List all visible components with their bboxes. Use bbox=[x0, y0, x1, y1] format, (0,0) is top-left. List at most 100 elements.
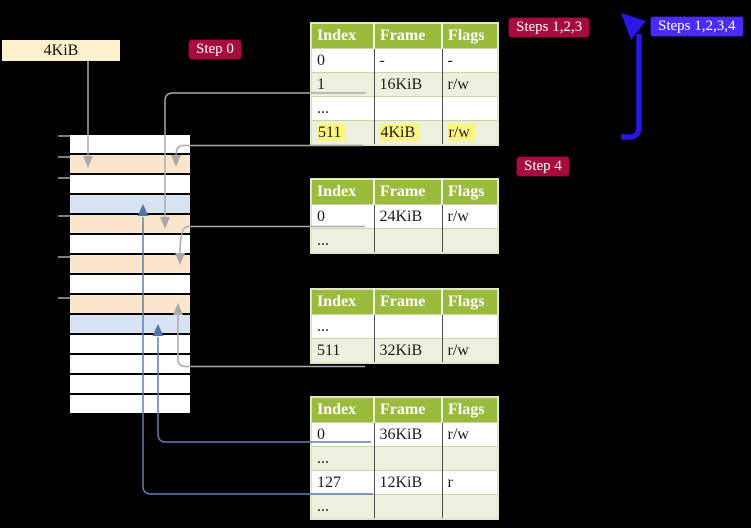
badge-step0: Step 0 bbox=[189, 40, 241, 59]
column-header: Index bbox=[311, 289, 375, 315]
column-header: Flags bbox=[442, 397, 498, 423]
table-cell: 0 bbox=[311, 48, 375, 73]
table-cell: r/w bbox=[442, 72, 498, 97]
tick-mark bbox=[58, 135, 70, 137]
table-cell: r bbox=[442, 470, 498, 495]
table-cell: - bbox=[374, 48, 443, 73]
table-row: ... bbox=[311, 446, 498, 471]
memory-row-orange bbox=[70, 255, 190, 273]
memory-row-orange bbox=[70, 155, 190, 173]
memory-row-white bbox=[70, 355, 190, 373]
table-cell: 1 bbox=[311, 72, 375, 97]
tick-mark bbox=[58, 256, 70, 258]
table-cell: 127 bbox=[311, 470, 375, 495]
frame-size-label: 4KiB bbox=[2, 40, 120, 61]
table-cell: 16KiB bbox=[374, 72, 443, 97]
table-cell bbox=[442, 314, 498, 339]
memory-row-white bbox=[70, 375, 190, 393]
table-cell: ... bbox=[311, 494, 375, 519]
column-header: Index bbox=[311, 23, 375, 49]
column-header: Index bbox=[311, 397, 375, 423]
table-row: ... bbox=[311, 228, 498, 253]
table-cell bbox=[442, 494, 498, 519]
table-cell: 24KiB bbox=[374, 204, 443, 229]
table-cell: 36KiB bbox=[374, 422, 443, 447]
table-cell: ... bbox=[311, 228, 375, 253]
table-cell: 511 bbox=[311, 338, 375, 363]
memory-row-white bbox=[70, 175, 190, 193]
table-cell: r/w bbox=[442, 204, 498, 229]
table-cell: ... bbox=[311, 446, 375, 471]
column-header: Frame bbox=[374, 179, 443, 205]
table-cell bbox=[374, 228, 443, 253]
tick-mark bbox=[58, 177, 70, 179]
table-cell bbox=[374, 446, 443, 471]
table-cell: r/w bbox=[442, 338, 498, 363]
table-cell bbox=[442, 228, 498, 253]
memory-column bbox=[70, 135, 190, 415]
column-header: Flags bbox=[442, 179, 498, 205]
column-header: Frame bbox=[374, 397, 443, 423]
table-cell: 32KiB bbox=[374, 338, 443, 363]
badge-steps123: Steps 1,2,3 bbox=[509, 18, 590, 37]
highlighted-value: r/w bbox=[447, 123, 475, 141]
table-cell bbox=[374, 494, 443, 519]
arrow-loop-steps bbox=[621, 34, 642, 140]
table-cell: 4KiB bbox=[374, 120, 443, 145]
table-cell: 511 bbox=[311, 120, 375, 145]
table-cell: 0 bbox=[311, 422, 375, 447]
arrow-table1-entry511-to-memory bbox=[175, 144, 363, 156]
table-cell: 12KiB bbox=[374, 470, 443, 495]
memory-row-orange bbox=[70, 295, 190, 313]
badge-steps1234: Steps 1,2,3,4 bbox=[651, 17, 743, 36]
memory-row-orange bbox=[70, 215, 190, 233]
table-cell bbox=[442, 446, 498, 471]
table-cell: - bbox=[442, 48, 498, 73]
column-header: Frame bbox=[374, 23, 443, 49]
memory-row-blue bbox=[70, 315, 190, 333]
table-row: 511 4KiB r/w bbox=[311, 120, 498, 145]
table-cell: ... bbox=[311, 314, 375, 339]
memory-row-white bbox=[70, 335, 190, 353]
badge-step4: Step 4 bbox=[517, 157, 569, 176]
table-row: 0-- bbox=[311, 48, 498, 73]
tick-mark bbox=[58, 297, 70, 299]
tick-mark bbox=[58, 156, 70, 158]
table-row: ... bbox=[311, 314, 498, 339]
memory-row-blue bbox=[70, 195, 190, 213]
memory-row-white bbox=[70, 135, 190, 153]
table-cell bbox=[442, 96, 498, 121]
tick-mark bbox=[58, 215, 70, 217]
table-cell: ... bbox=[311, 96, 375, 121]
memory-row-white bbox=[70, 275, 190, 293]
table-cell: r/w bbox=[442, 120, 498, 145]
highlighted-value: 4KiB bbox=[379, 123, 421, 141]
table-row: ... bbox=[311, 96, 498, 121]
arrowhead-upleft-icon bbox=[621, 13, 646, 40]
memory-row-white bbox=[70, 235, 190, 253]
table-cell bbox=[374, 96, 443, 121]
highlighted-value: 511 bbox=[317, 123, 347, 141]
column-header: Flags bbox=[442, 289, 498, 315]
column-header: Flags bbox=[442, 23, 498, 49]
memory-row-white bbox=[70, 395, 190, 413]
table-cell: r/w bbox=[442, 422, 498, 447]
table-row: ... bbox=[311, 494, 498, 519]
table-cell: 0 bbox=[311, 204, 375, 229]
column-header: Frame bbox=[374, 289, 443, 315]
column-header: Index bbox=[311, 179, 375, 205]
